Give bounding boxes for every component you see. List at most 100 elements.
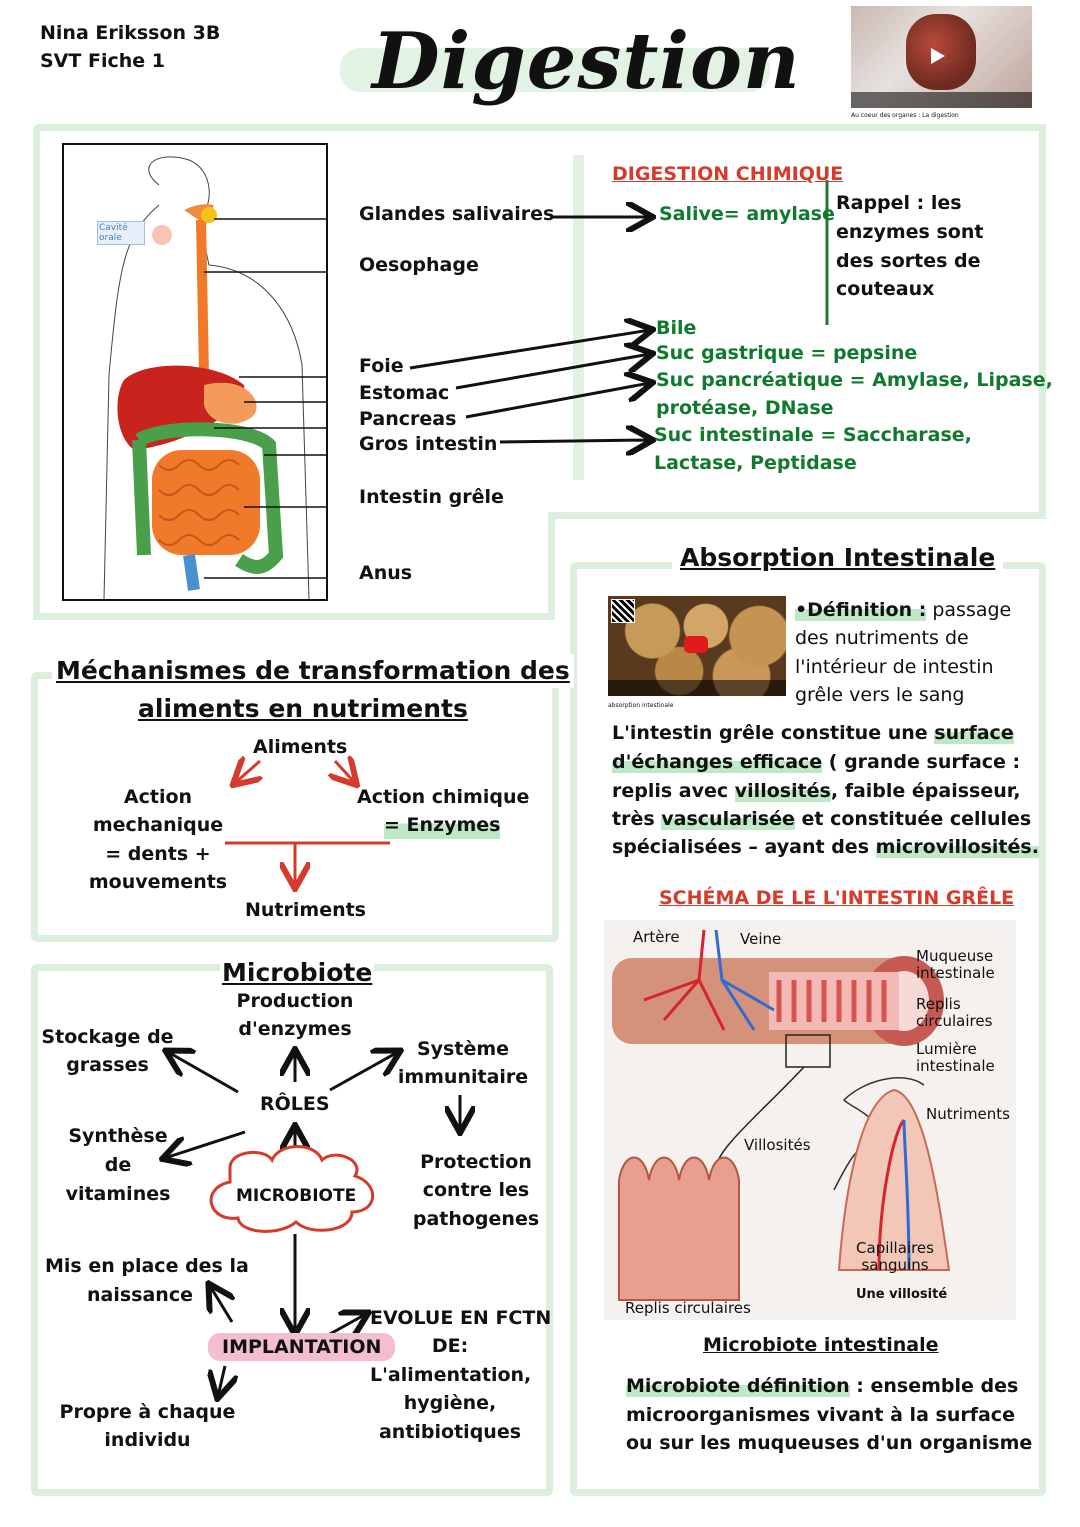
paragraph-line: replis avec villosités, faible épaisseur…: [612, 777, 1021, 805]
schema-title: SCHÉMA DE LE L'INTESTIN GRÊLE: [659, 887, 1015, 909]
mechanisms-title-2: aliments en nutriments: [138, 694, 468, 723]
highlight: surface: [934, 722, 1014, 744]
highlight: d'échanges efficace: [612, 751, 823, 773]
vitamins-line: vitamines: [65, 1183, 171, 1205]
video-controls[interactable]: [608, 680, 786, 696]
frame-line: [1039, 124, 1046, 518]
evolves-line: EVOLUE EN FCTN: [370, 1307, 552, 1329]
schema-label: Lumière intestinale: [916, 1040, 995, 1075]
mechanisms-title-1: Méchanismes de transformation des: [52, 654, 574, 688]
paragraph-line: L'intestin grêle constitue une surface: [612, 719, 1014, 747]
video-caption: Au coeur des organes : La digestion: [851, 112, 959, 119]
frame-digestion: [33, 124, 1046, 620]
digestive-system-diagram: [103, 156, 326, 599]
organ-label: Glandes salivaires: [359, 203, 555, 225]
text: replis avec: [612, 780, 735, 802]
paragraph-line: spécialisées – ayant des microvillosités…: [612, 833, 1039, 861]
immune-line: Système: [416, 1038, 510, 1060]
title-highlight: [340, 48, 770, 92]
highlight: vascularisée: [661, 808, 795, 830]
chemical-title: DIGESTION CHIMIQUE: [612, 163, 844, 185]
intestine-schema: Artère Veine Muqueuse intestinale Replis…: [604, 920, 1016, 1320]
video-controls[interactable]: [851, 92, 1032, 108]
implantation-label: IMPLANTATION: [208, 1333, 396, 1361]
video-thumbnail[interactable]: [851, 6, 1032, 108]
paragraph-line: d'échanges efficace ( grande surface :: [612, 748, 1020, 776]
protection-line: contre les: [422, 1179, 530, 1201]
anatomy-box: Cavité orale: [62, 143, 328, 601]
intestine-diagram: [612, 929, 951, 1301]
juice-line: protéase, DNase: [656, 397, 834, 419]
juice-line: Suc pancréatique = Amylase, Lipase,: [656, 369, 1053, 391]
schema-label: Capillaires sanguins: [856, 1239, 934, 1274]
juice-line: Bile: [656, 317, 697, 339]
reminder-line: enzymes sont: [836, 221, 984, 243]
juice-line: Lactase, Peptidase: [654, 452, 857, 474]
schema-label: Nutriments: [926, 1105, 1010, 1123]
absorption-title: Absorption Intestinale: [672, 541, 1004, 575]
text: très: [612, 808, 662, 830]
frame-line: [33, 613, 555, 620]
play-icon[interactable]: [931, 48, 945, 64]
organ-label: Pancreas: [359, 408, 457, 430]
definition-line: grêle vers le sang: [795, 684, 965, 706]
nutriments-label: Nutriments: [245, 899, 366, 921]
oral-cavity-label: Cavité orale: [97, 221, 145, 245]
highlight: villosités: [734, 780, 831, 802]
text: microorganismes vivant à la surface: [626, 1404, 1015, 1426]
schema-label: Veine: [740, 930, 782, 948]
paragraph-line: très vascularisée et constituée cellules: [612, 805, 1031, 833]
evolves-line: DE:: [431, 1335, 469, 1357]
frame-line: [548, 512, 555, 620]
organ-label: Estomac: [359, 382, 450, 404]
evolves-line: antibiotiques: [378, 1421, 522, 1443]
birth-line: naissance: [87, 1284, 193, 1306]
definition-rest: passage: [926, 599, 1012, 621]
microbiote-center: MICROBIOTE: [236, 1186, 357, 1206]
organ-label: Foie: [359, 355, 404, 377]
chem-line: Action chimique: [357, 786, 530, 808]
protection-line: pathogenes: [412, 1208, 540, 1230]
mech-line: = dents +: [105, 843, 211, 865]
text: , faible épaisseur,: [830, 780, 1021, 802]
aliments-label: Aliments: [253, 736, 348, 758]
sheet-label: SVT Fiche 1: [40, 50, 165, 72]
microbiote-def-line: ou sur les muqueuses d'un organisme: [626, 1429, 1032, 1457]
definition-label: •Définition :: [795, 599, 927, 621]
evolves-line: L'alimentation,: [370, 1364, 532, 1386]
organ-label: Intestin grêle: [359, 486, 504, 508]
production-line: d'enzymes: [238, 1018, 352, 1040]
highlight: Microbiote définition: [626, 1375, 850, 1397]
production-line: Production: [236, 990, 354, 1012]
organ-label: Oesophage: [359, 254, 479, 276]
schema-label: Muqueuse intestinale: [916, 947, 995, 982]
organ-label: Anus: [359, 562, 413, 584]
microbiote-intestinal-title: Microbiote intestinale: [703, 1334, 939, 1356]
mech-line: mouvements: [88, 871, 228, 893]
reminder-line: Rappel : les: [836, 192, 962, 214]
schema-label: Villosités: [744, 1136, 811, 1154]
mech-line: Action: [123, 786, 193, 808]
absorption-video[interactable]: [608, 596, 786, 696]
definition-line: des nutriments de: [795, 627, 969, 649]
text: L'intestin grêle constitue une: [612, 722, 935, 744]
reminder-line: couteaux: [836, 278, 935, 300]
vitamins-line: Synthèse: [68, 1125, 168, 1147]
text: ou sur les muqueuses d'un organisme: [626, 1432, 1033, 1454]
microbiote-title: Microbiote: [220, 957, 375, 989]
absorption-video-caption: absorption intestinale: [608, 702, 674, 709]
birth-line: Mis en place des la: [45, 1255, 249, 1277]
text: : ensemble des: [849, 1375, 1019, 1397]
definition-line: •Définition : passage: [795, 596, 1011, 624]
juice-line: Suc intestinale = Saccharase,: [654, 424, 972, 446]
microbiote-def-line: Microbiote définition : ensemble des: [626, 1372, 1018, 1400]
youtube-play-icon[interactable]: [684, 636, 708, 653]
storage-line: Stockage de: [41, 1026, 174, 1048]
page-title: Digestion: [372, 16, 801, 107]
roles-label: RÔLES: [260, 1093, 330, 1115]
student-name: Nina Eriksson 3B: [40, 22, 221, 44]
microbiote-def-line: microorganismes vivant à la surface: [626, 1401, 1015, 1429]
organ-label: Gros intestin: [359, 433, 498, 455]
evolves-line: hygiène,: [403, 1392, 497, 1414]
text: spécialisées – ayant des: [612, 836, 876, 858]
